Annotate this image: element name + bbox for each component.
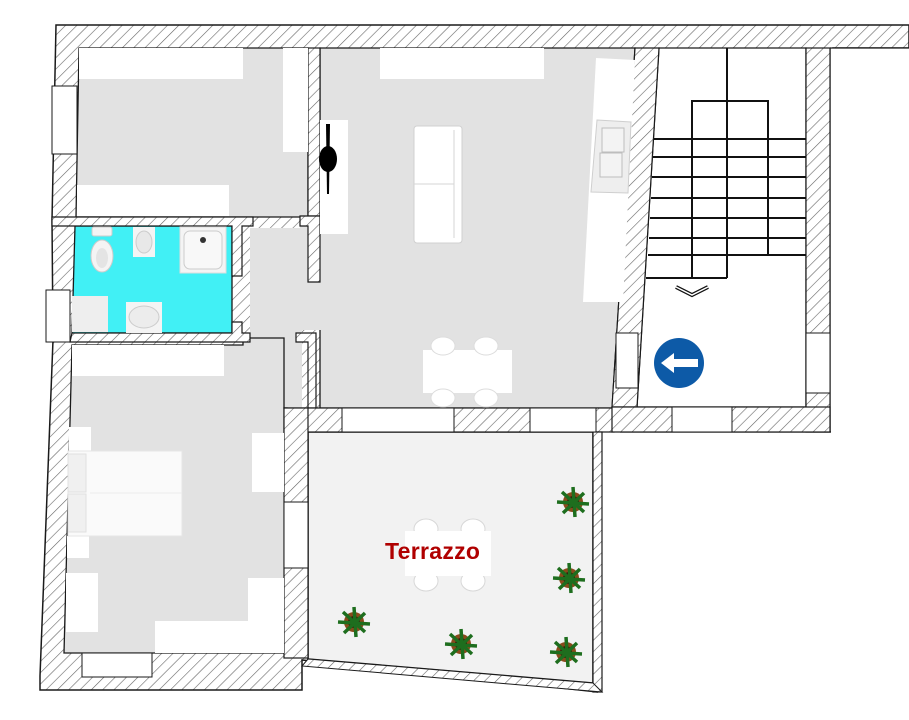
- dresser-right: [252, 433, 284, 492]
- plant-icon: [556, 486, 590, 518]
- arrow-left-sign-icon: [654, 338, 704, 388]
- wardrobe-bedroom-top: [72, 345, 224, 376]
- plant-icon: [549, 636, 583, 668]
- plant-icon: [337, 606, 371, 638]
- washbasin: [126, 302, 162, 333]
- washing-machine: [72, 296, 108, 332]
- shower-tray: [179, 226, 227, 274]
- furniture: [66, 48, 635, 653]
- bidet: [133, 227, 155, 257]
- terrace-label: Terrazzo: [385, 538, 481, 564]
- plant-icon: [444, 628, 478, 660]
- windows: [45, 85, 831, 678]
- tv-unit: [380, 48, 544, 79]
- staircase: [646, 48, 806, 298]
- plant-icon: [552, 562, 586, 594]
- fan-icon: [319, 124, 337, 194]
- kitchen-sink: [590, 119, 632, 194]
- nightstand-2: [67, 536, 89, 558]
- shelf-right: [283, 48, 308, 152]
- terrace-table: [405, 518, 491, 592]
- cabinet-bottom-right: [248, 578, 284, 653]
- plants: [337, 486, 590, 668]
- chest-bottom: [155, 621, 248, 653]
- cabinet-bottom: [77, 185, 229, 216]
- wardrobe-top: [79, 48, 243, 79]
- dining-table: [423, 336, 512, 408]
- nightstand-1: [69, 427, 91, 451]
- desk-left: [320, 120, 348, 234]
- double-bed: [67, 450, 183, 537]
- chair-left: [66, 573, 98, 632]
- sofa: [413, 125, 463, 244]
- toilet: [90, 226, 114, 273]
